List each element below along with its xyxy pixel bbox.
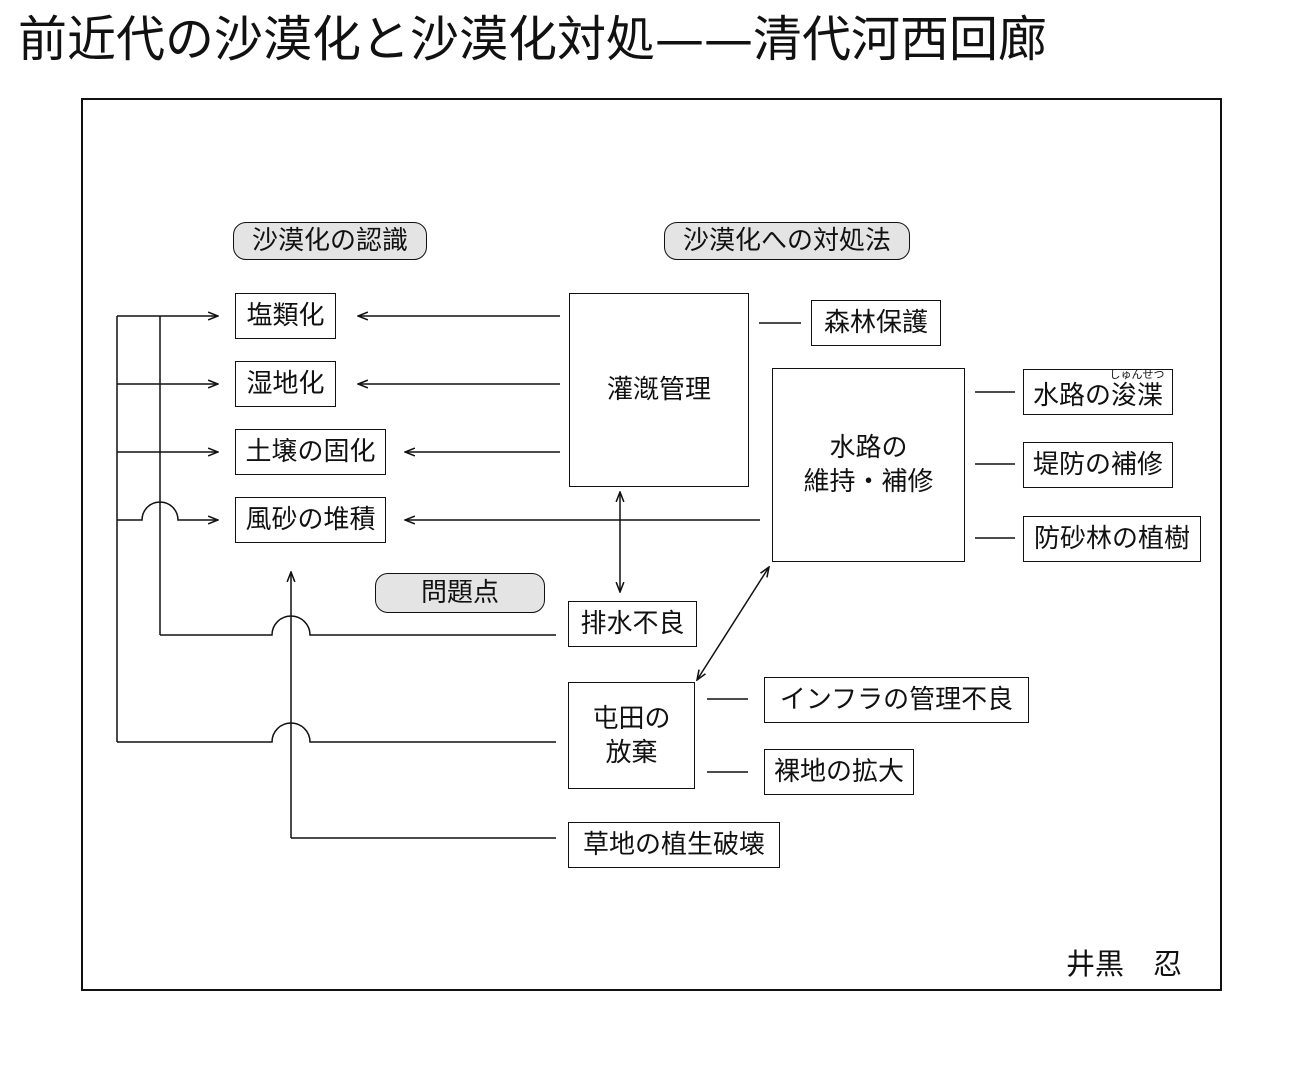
problems-section-label: 問題点 [375, 573, 545, 613]
wetland-formation-box: 湿地化 [235, 361, 336, 407]
author-credit: 井黒 忍 [1066, 947, 1183, 981]
dredging-ruby-group: 浚渫しゅんせつ [1110, 369, 1165, 412]
dredging-box: 水路の浚渫しゅんせつ [1023, 369, 1173, 415]
infrastructure-mismanagement-box: インフラの管理不良 [764, 677, 1029, 723]
grassland-destruction-box: 草地の植生破壊 [568, 822, 780, 868]
windbreak-planting-box: 防砂林の植樹 [1023, 516, 1201, 562]
tuntian-abandonment-line-1: 屯田の [592, 703, 671, 734]
waterway-maintenance-line-1: 水路の [829, 433, 908, 463]
dredging-ruby-reading: しゅんせつ [1109, 368, 1165, 381]
irrigation-management-box: 灌漑管理 [569, 293, 749, 487]
sand-deposition-box: 風砂の堆積 [235, 497, 386, 543]
poor-drainage-box: 排水不良 [568, 601, 697, 647]
tuntian-abandonment-line-2: 放棄 [605, 737, 658, 768]
waterway-maintenance-line-2: 維持・補修 [803, 467, 934, 497]
recognition-section-label: 沙漠化の認識 [233, 222, 427, 260]
countermeasures-section-label: 沙漠化への対処法 [664, 222, 910, 260]
tuntian-abandonment-box: 屯田の 放棄 [568, 682, 695, 789]
bare-land-expansion-box: 裸地の拡大 [764, 749, 914, 795]
salinization-box: 塩類化 [235, 293, 336, 339]
levee-repair-box: 堤防の補修 [1023, 442, 1173, 488]
dredging-ruby-base: 浚渫 [1111, 381, 1164, 411]
page-title: 前近代の沙漠化と沙漠化対処——清代河西回廊 [18, 11, 1048, 68]
diagram-frame [81, 98, 1222, 991]
dredging-prefix: 水路の [1032, 381, 1111, 411]
waterway-maintenance-box: 水路の 維持・補修 [772, 368, 965, 562]
soil-hardening-box: 土壌の固化 [235, 429, 386, 475]
forest-protection-box: 森林保護 [811, 300, 941, 346]
